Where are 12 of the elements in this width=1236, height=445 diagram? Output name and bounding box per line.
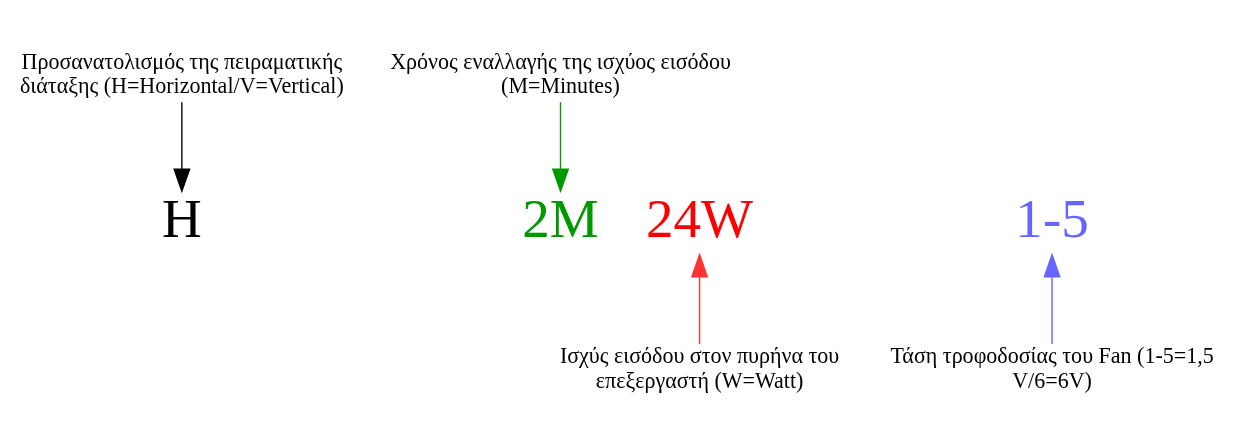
arrow <box>690 252 709 345</box>
arrow <box>551 101 570 193</box>
node-text: 1-5 <box>1015 187 1089 249</box>
arrow <box>173 101 191 193</box>
arrow <box>1043 252 1061 345</box>
node-text: H <box>161 187 202 249</box>
node-text: Χρόνος εναλλαγής της ισχύος εισόδου (M=Minutes) <box>390 48 731 98</box>
node-text: 2M <box>522 187 599 249</box>
node-text: Τάση τροφοδοσίας του Fan (1-5=1,5 V/6=6V) <box>890 342 1214 393</box>
node-text: Προσανατολισμός της πειραματικής διάταξης (H=Horizontal/V=Vertical) <box>19 48 344 98</box>
node-text: Ισχύς εισόδου στον πυρήνα του επεξεργαστή (W=Watt) <box>559 342 840 393</box>
node-text: 24W <box>646 187 754 249</box>
